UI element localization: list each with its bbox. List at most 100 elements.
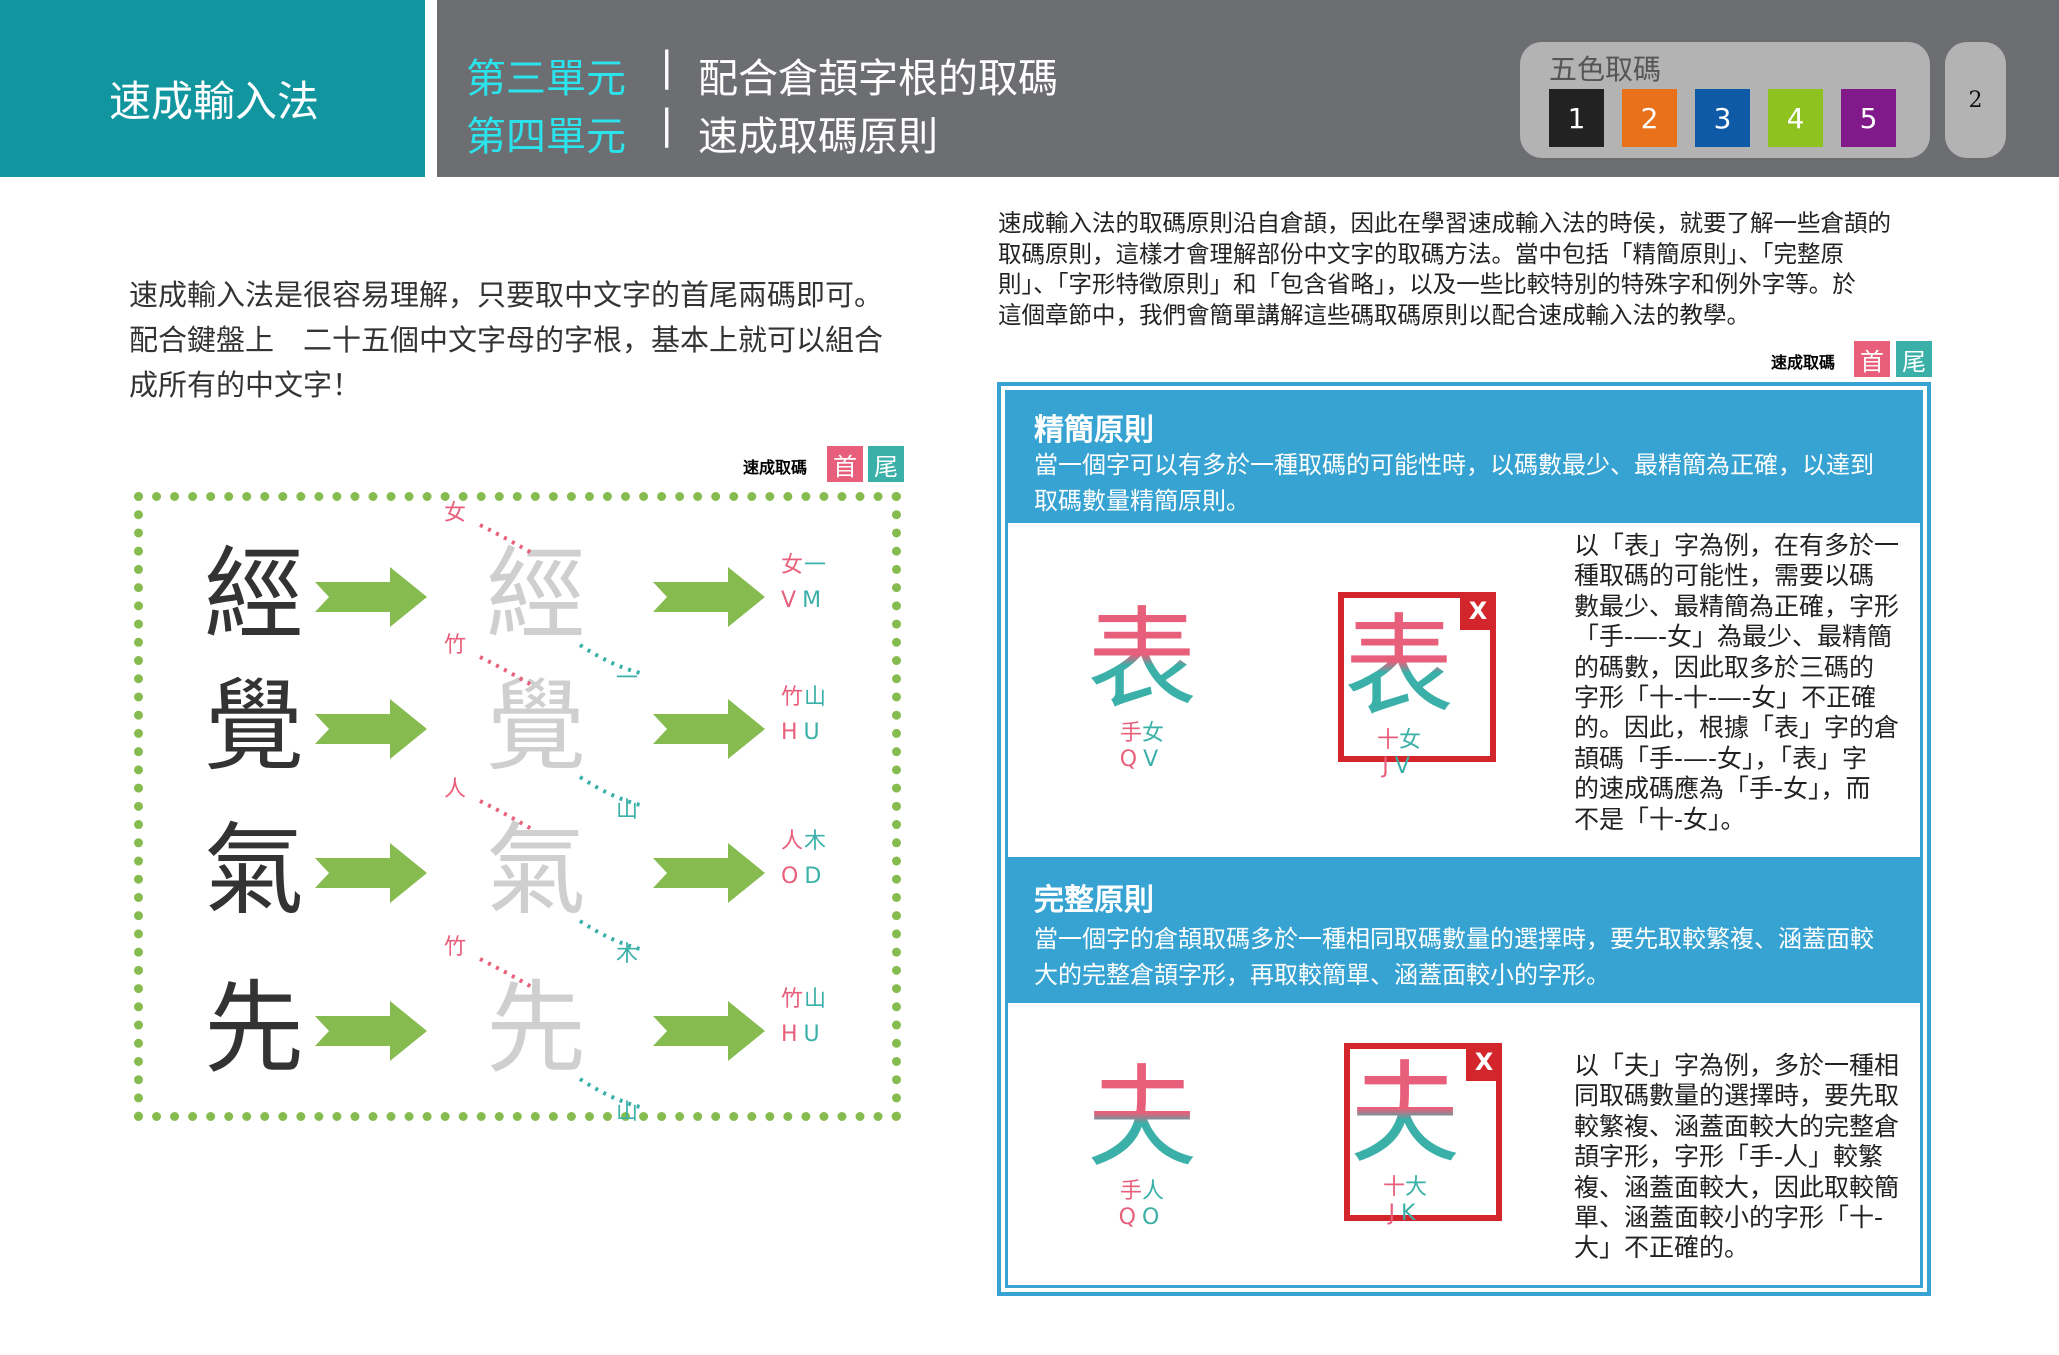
incorrect-example: 夫 十大 JK X [1344,1043,1502,1226]
example-char: 夫 [1350,1050,1460,1178]
key-last: O [1142,1205,1166,1230]
divider [1008,857,1920,863]
root-last: 木 [804,829,828,854]
unit-title-4: 速成取碼原則 [698,114,938,160]
key-first: Q [1119,747,1144,772]
arrow-icon [315,699,427,759]
root-first: 手 [1119,721,1142,746]
first-root-label: 女 [444,501,467,526]
arrow-icon [653,567,765,627]
key-codes: HU [781,1022,826,1047]
explanation-line: 「手-—-女」為最少、最精簡 [1574,622,1893,652]
header-brand: 速成輸入法 [0,0,425,177]
key-first: O [781,864,805,889]
wrong-mark-icon: X [1460,592,1496,630]
key-codes: VM [781,588,827,613]
tag-label: 速成取碼 [1771,353,1836,372]
key-first: V [781,588,803,613]
key-last: V [1394,754,1416,779]
example-roots: 手女 [1082,715,1202,747]
tag-label: 速成取碼 [743,458,808,477]
color-key-1[interactable]: 1 [1549,89,1604,147]
explanation-line: 的。因此，根據「表」字的倉 [1574,713,1900,743]
example-char: 表 [1082,605,1202,715]
explanation-line: 以「表」字為例，在有多於一 [1574,531,1900,560]
example-box [134,492,901,1121]
explanation-line: 以「夫」字為例，多於一種相 [1574,1051,1900,1080]
example-keys: QV [1082,747,1202,772]
root-first: 人 [781,829,805,854]
root-first: 竹 [781,987,805,1012]
example-keys: JV [1344,754,1454,779]
principle-desc: 取碼數量精簡原則。 [1034,487,1250,515]
example-char: 表 [1344,603,1454,731]
example-keys: QO [1082,1205,1202,1230]
roots-label: 竹山 [781,679,827,711]
correct-example: 表 手女 QV [1082,605,1202,772]
tag-last: 尾 [868,446,904,482]
intro-line: 取碼原則，這樣才會理解部份中文字的取碼方法。當中包括「精簡原則」、「完整原 [998,239,1844,268]
explanation-line: 複、涵蓋面較大，因此取較簡 [1574,1172,1900,1202]
root-first: 十 [1382,1175,1405,1200]
color-key-5[interactable]: 5 [1841,89,1896,147]
example-roots: 十大 [1350,1169,1460,1201]
root-last: 女 [1142,721,1165,746]
root-first: 竹 [781,685,805,710]
arrow-icon [315,1001,427,1061]
explanation-line: 種取碼的可能性，需要以碼 [1574,561,1875,591]
five-color-panel: 五色取碼 1 2 3 4 5 [1520,42,1930,158]
explanation-line: 數最少、最精簡為正確，字形 [1574,591,1900,621]
tag-last: 尾 [1896,341,1932,377]
first-root-label: 竹 [444,935,467,960]
example-char: 夫 [1082,1063,1202,1173]
last-root-label: 山 [616,1100,639,1125]
principle-desc: 當一個字的倉頡取碼多於一種相同取碼數量的選擇時，要先取較繁複、涵蓋面較 [1034,925,1874,953]
explanation-line: 頡碼「手-—-女」，「表」字 [1574,743,1868,773]
explanation-line: 同取碼數量的選擇時，要先取 [1574,1081,1900,1111]
last-root-label: 木 [616,942,639,967]
root-last: 山 [804,685,828,710]
key-last: V [1143,747,1165,772]
faded-char: 氣 [486,812,586,929]
separator: | [660,44,674,90]
principle-desc: 當一個字可以有多於一種取碼的可能性時，以碼數最少、最精簡為正確，以達到 [1034,451,1874,479]
color-key-3[interactable]: 3 [1695,89,1750,147]
root-last: 女 [1399,728,1422,753]
key-last: U [803,1022,826,1047]
wrong-mark-icon: X [1466,1043,1502,1081]
color-key-2[interactable]: 2 [1622,89,1677,147]
color-key-4[interactable]: 4 [1768,89,1823,147]
last-root-label: 山 [616,798,639,823]
explanation-line: 字形「十-十-—-女」不正確 [1574,683,1877,713]
explanation-line: 單、涵蓋面較小的字形「十- [1574,1203,1884,1233]
principle-title: 精簡原則 [1034,413,1154,448]
key-last: U [803,720,826,745]
roots-label: 人木 [781,823,827,855]
example-keys: JK [1350,1201,1460,1226]
five-color-label: 五色取碼 [1549,53,1662,86]
key-first: H [781,1022,804,1047]
separator: | [660,102,674,148]
intro-line: 這個章節中，我們會簡單講解這些碼取碼原則以配合速成輸入法的教學。 [998,300,1750,329]
unit-label-4: 第四單元 [466,114,626,160]
app-title: 速成輸入法 [109,77,320,126]
arrow-icon [653,699,765,759]
key-last: M [802,588,828,613]
root-last: 人 [1142,1179,1165,1204]
root-first: 女 [781,553,805,578]
principle-header: 精簡原則 當一個字可以有多於一種取碼的可能性時，以碼數最少、最精簡為正確，以達到… [1008,393,1920,523]
root-first: 手 [1119,1179,1142,1204]
faded-char: 先 [486,970,586,1087]
arrow-icon [315,843,427,903]
faded-char: 覺 [486,668,586,785]
intro-line: 速成輸入法是很容易理解，只要取中文字的首尾兩碼即可。 [129,278,884,312]
explanation-line: 大」不正確的。 [1574,1233,1750,1263]
source-char: 覺 [204,668,304,785]
principle-desc: 大的完整倉頡字形，再取較簡單、涵蓋面較小的字形。 [1034,961,1610,989]
example-roots: 手人 [1082,1173,1202,1205]
intro-line: 速成輸入法的取碼原則沿自倉頡，因此在學習速成輸入法的時侯，就要了解一些倉頡的 [998,209,1891,237]
explanation-line: 較繁複、涵蓋面較大的完整倉 [1574,1111,1900,1141]
explanation-line: 頡字形，字形「手-人」較繁 [1574,1142,1884,1172]
intro-line: 成所有的中文字！ [129,368,362,402]
tag-first: 首 [827,446,863,482]
